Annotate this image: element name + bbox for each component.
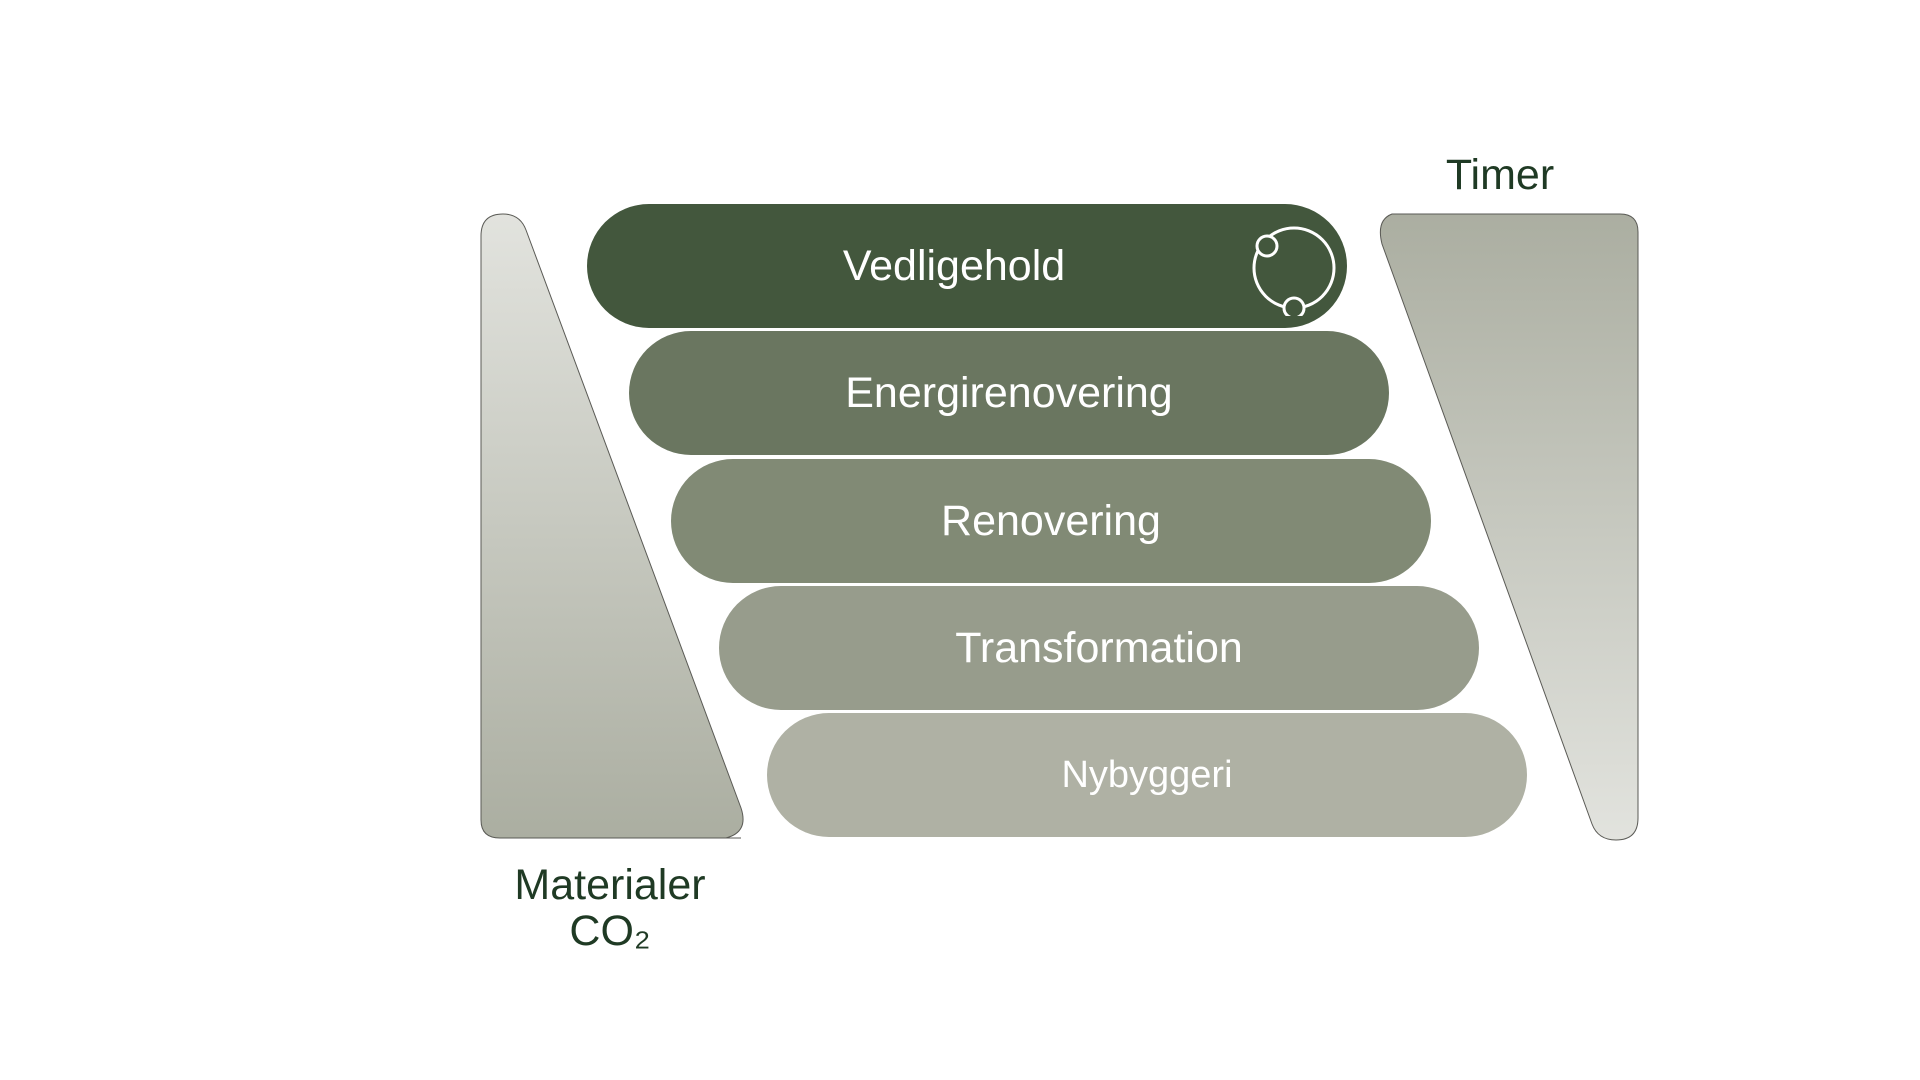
cycle-icon bbox=[1252, 226, 1336, 316]
level-label: Transformation bbox=[955, 623, 1243, 672]
level-label: Renovering bbox=[941, 496, 1161, 545]
level-renovering: Renovering bbox=[671, 459, 1431, 583]
level-vedligehold: Vedligehold bbox=[587, 204, 1347, 328]
level-nybyggeri: Nybyggeri bbox=[767, 713, 1527, 837]
materialer-co2-label: Materialer CO₂ bbox=[455, 862, 765, 954]
level-energirenovering: Energirenovering bbox=[629, 331, 1389, 455]
level-label: Nybyggeri bbox=[1061, 753, 1233, 796]
timer-label: Timer bbox=[1445, 151, 1555, 199]
materialer-label-line1: Materialer bbox=[514, 861, 706, 909]
level-transformation: Transformation bbox=[719, 586, 1479, 710]
level-label: Vedligehold bbox=[842, 241, 1066, 290]
level-label: Energirenovering bbox=[845, 368, 1173, 417]
materialer-label-line2: CO₂ bbox=[569, 907, 651, 955]
materialer-wedge bbox=[480, 213, 744, 839]
timer-wedge bbox=[1379, 213, 1639, 841]
